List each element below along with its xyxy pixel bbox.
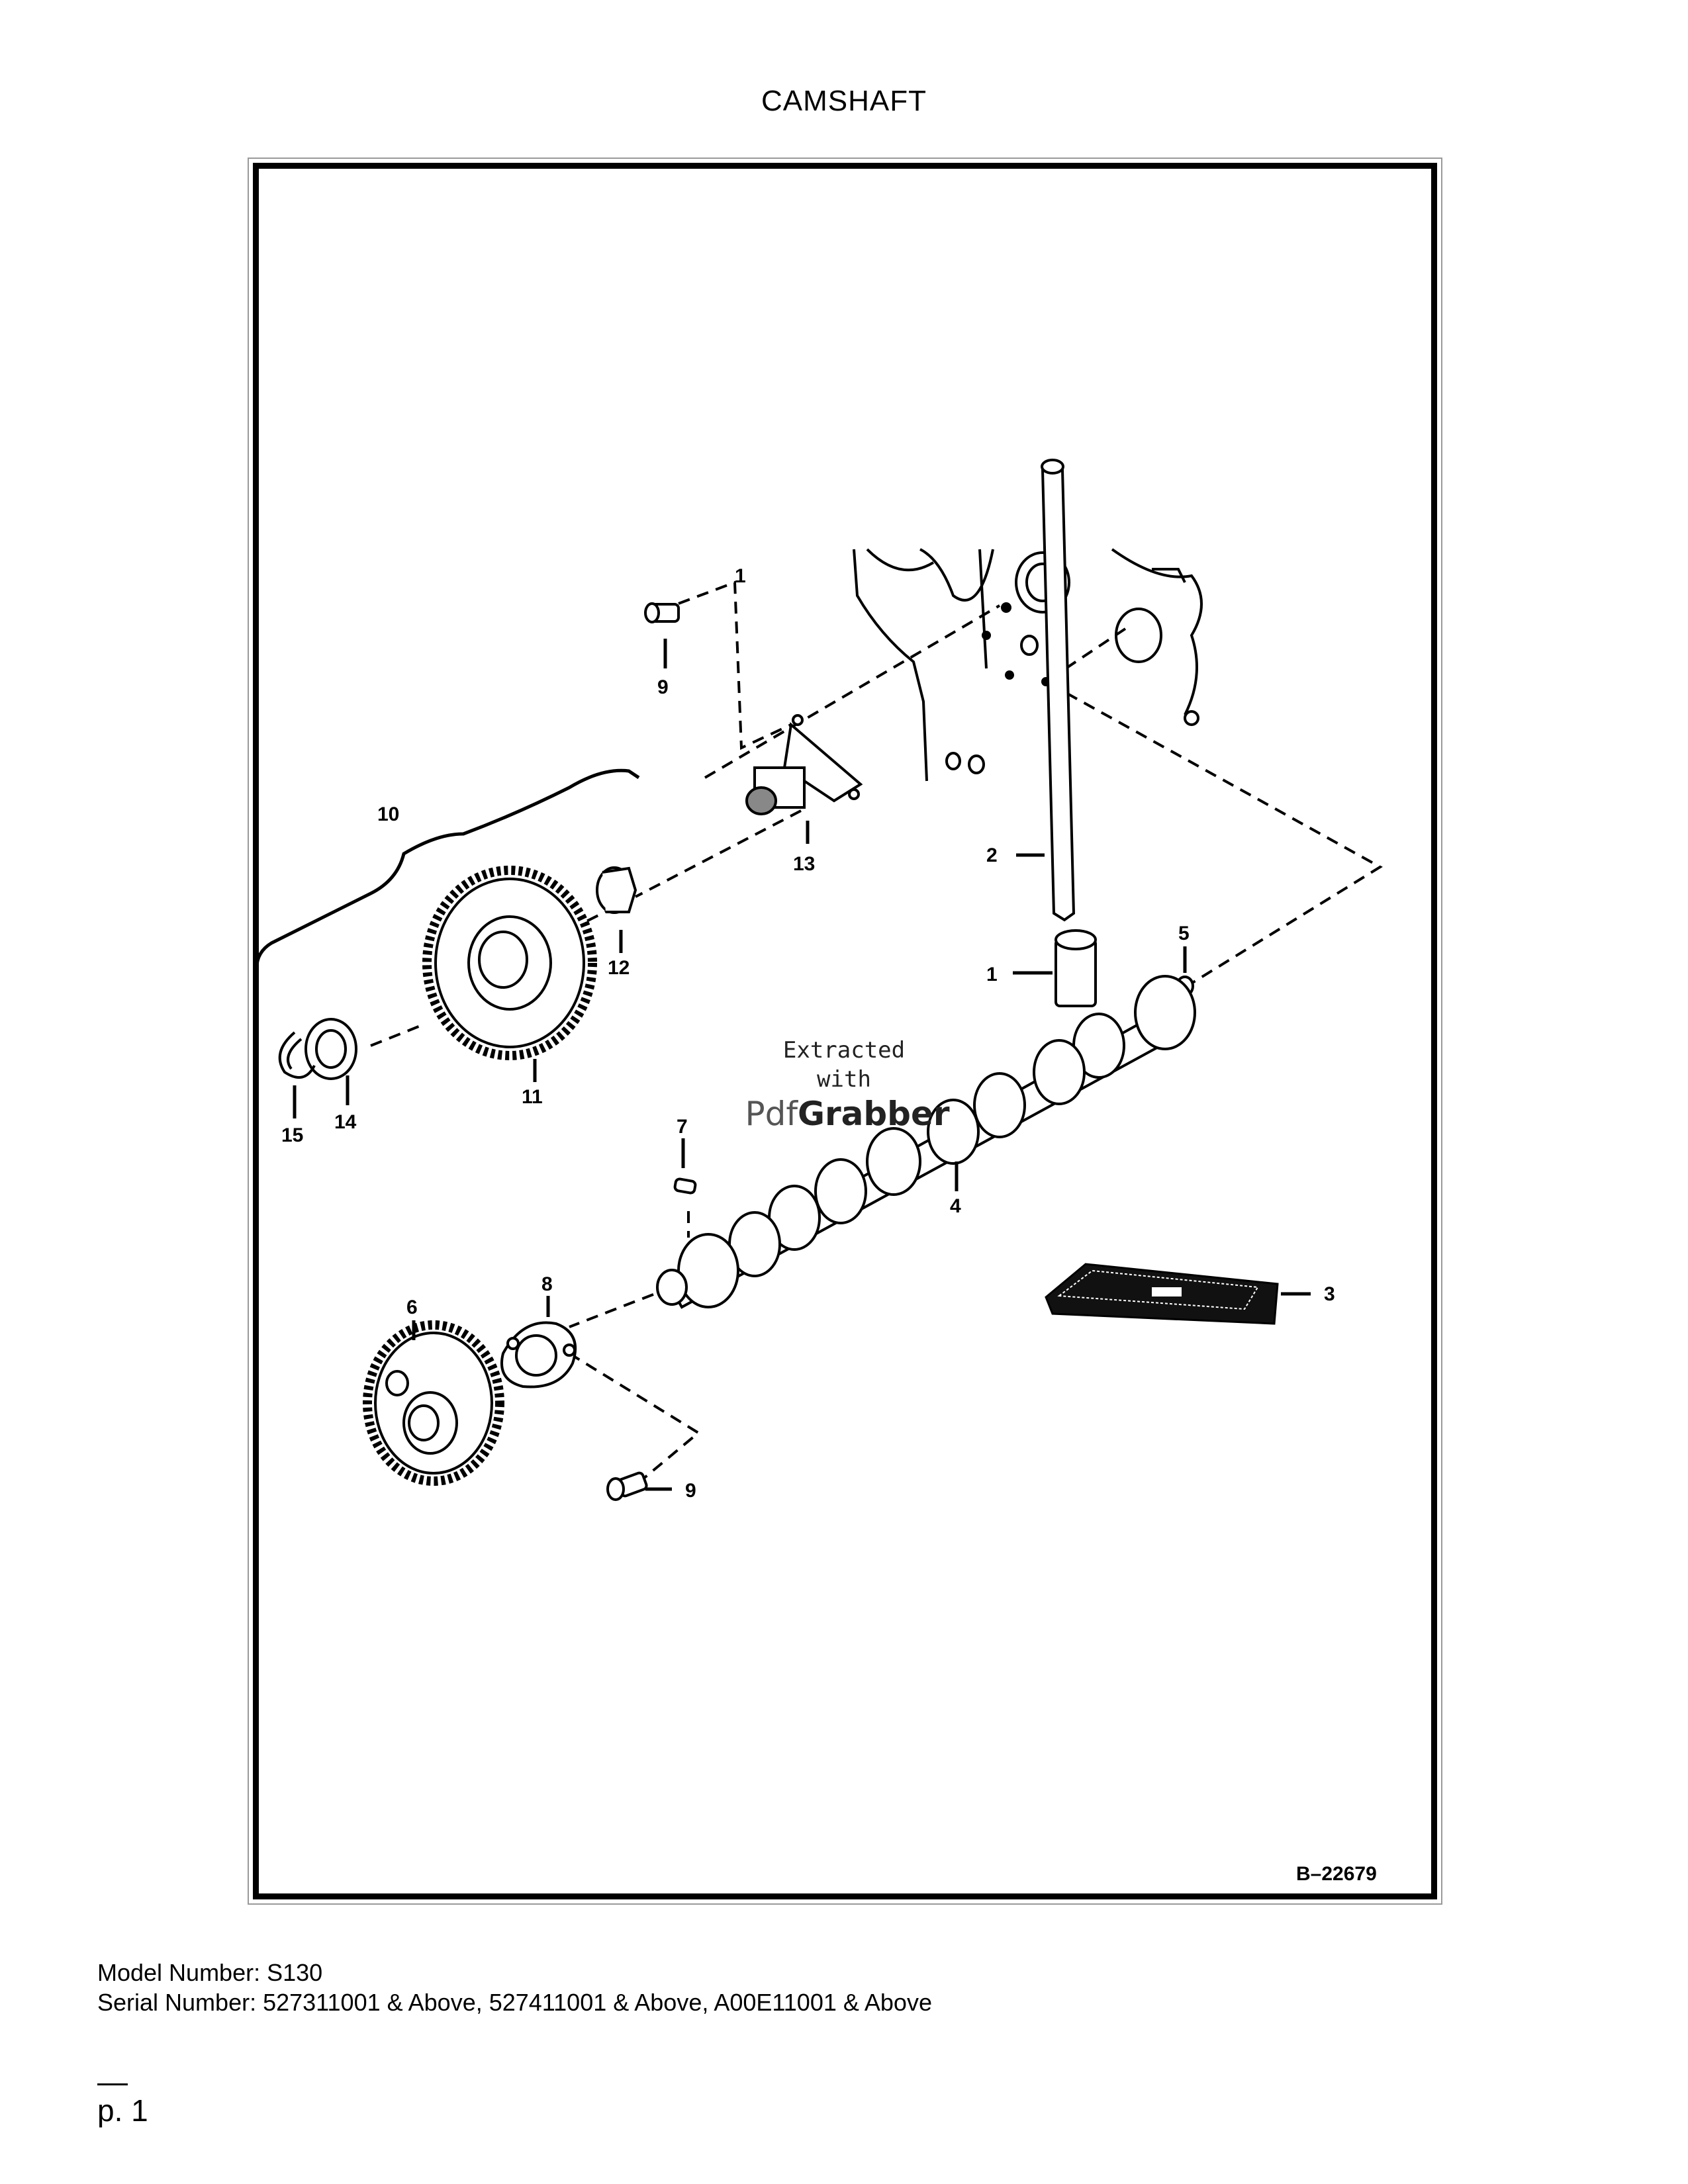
callout-11: 11: [522, 1086, 543, 1108]
callout-14: 14: [334, 1111, 357, 1133]
serial-number: Serial Number: 527311001 & Above, 527411…: [97, 1989, 932, 2016]
gasket-sheet: [1045, 1263, 1279, 1325]
figure-id: B–22679: [1296, 1863, 1377, 1885]
engine-block-fragment: [853, 548, 1203, 782]
model-number: Model Number: S130: [97, 1959, 323, 1986]
callout-5: 5: [1178, 923, 1190, 944]
callout-2: 2: [986, 844, 998, 866]
callout-6: 6: [406, 1297, 418, 1318]
bushing: [596, 866, 637, 914]
watermark-line-1: Extracted: [782, 1037, 906, 1064]
watermark-text: Extracted with: [761, 1036, 927, 1094]
watermark-brand: PdfGrabber: [728, 1095, 966, 1133]
push-rod: [1041, 459, 1076, 922]
watermark-brand-a: Pdf: [745, 1095, 798, 1133]
tappet: [1055, 929, 1097, 1007]
callout-10: 10: [377, 803, 399, 825]
callout-3: 3: [1324, 1283, 1335, 1305]
footer-rule: [97, 2083, 128, 2085]
watermark-brand-b: Grabber: [797, 1095, 950, 1133]
page-number: p. 1: [97, 2093, 148, 2128]
callout-12: 12: [608, 957, 630, 979]
woodruff-key: [673, 1177, 697, 1195]
callout-7: 7: [677, 1116, 688, 1138]
callout-13: 13: [793, 853, 815, 875]
assembly-lines: [370, 580, 1383, 1484]
callout-1-upper: 1: [735, 565, 746, 587]
snap-ring: [278, 1031, 316, 1079]
group-bracket: [255, 768, 640, 974]
page-title: CAMSHAFT: [761, 85, 927, 117]
figure-frame: [253, 163, 1437, 1899]
leader-lines: [293, 639, 1311, 1491]
idler-shaft: [745, 714, 863, 815]
watermark-line-2: with: [817, 1066, 871, 1093]
camshaft: [656, 975, 1196, 1309]
idler-gear: [422, 866, 597, 1060]
callout-15: 15: [281, 1124, 303, 1146]
thrust-plate: [500, 1321, 577, 1388]
camshaft-gear: [363, 1320, 504, 1486]
callout-9-lower: 9: [685, 1480, 696, 1502]
figure-frame-outer: [248, 158, 1442, 1905]
thrust-washer: [305, 1018, 357, 1080]
bolt-icon: [606, 602, 680, 1501]
callout-9-upper: 9: [657, 676, 669, 698]
callout-8: 8: [541, 1273, 553, 1295]
callout-1-lower: 1: [986, 964, 998, 985]
callout-4: 4: [950, 1195, 961, 1217]
